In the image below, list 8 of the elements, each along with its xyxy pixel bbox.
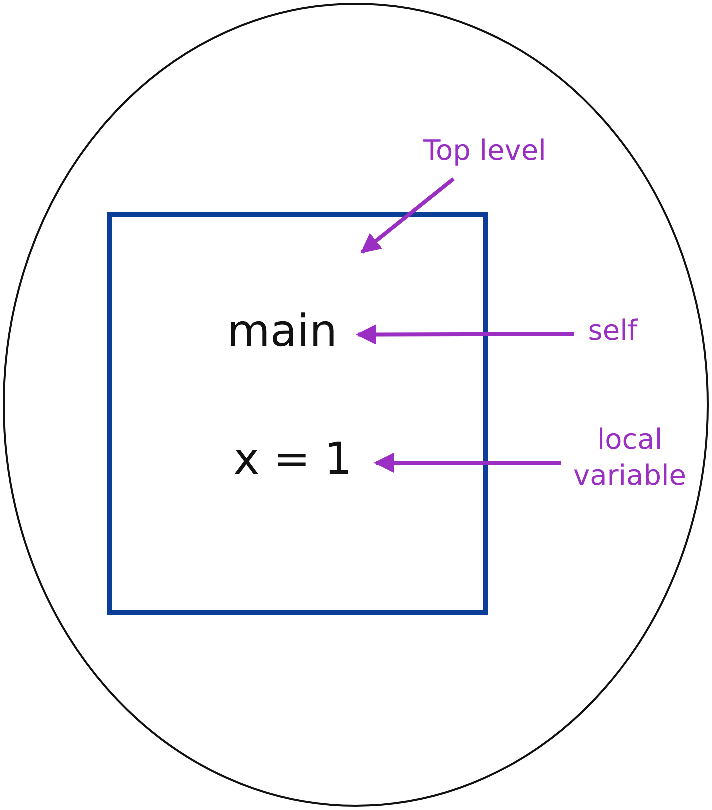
code-label: main [226,306,338,357]
arrow [374,453,561,473]
code-label: x = 1 [232,434,354,485]
annotation-label: local variable [572,422,688,494]
annotation-label: Top level [422,133,548,169]
arrow [360,177,456,254]
annotation-label: self [587,313,640,349]
arrow [356,324,574,345]
